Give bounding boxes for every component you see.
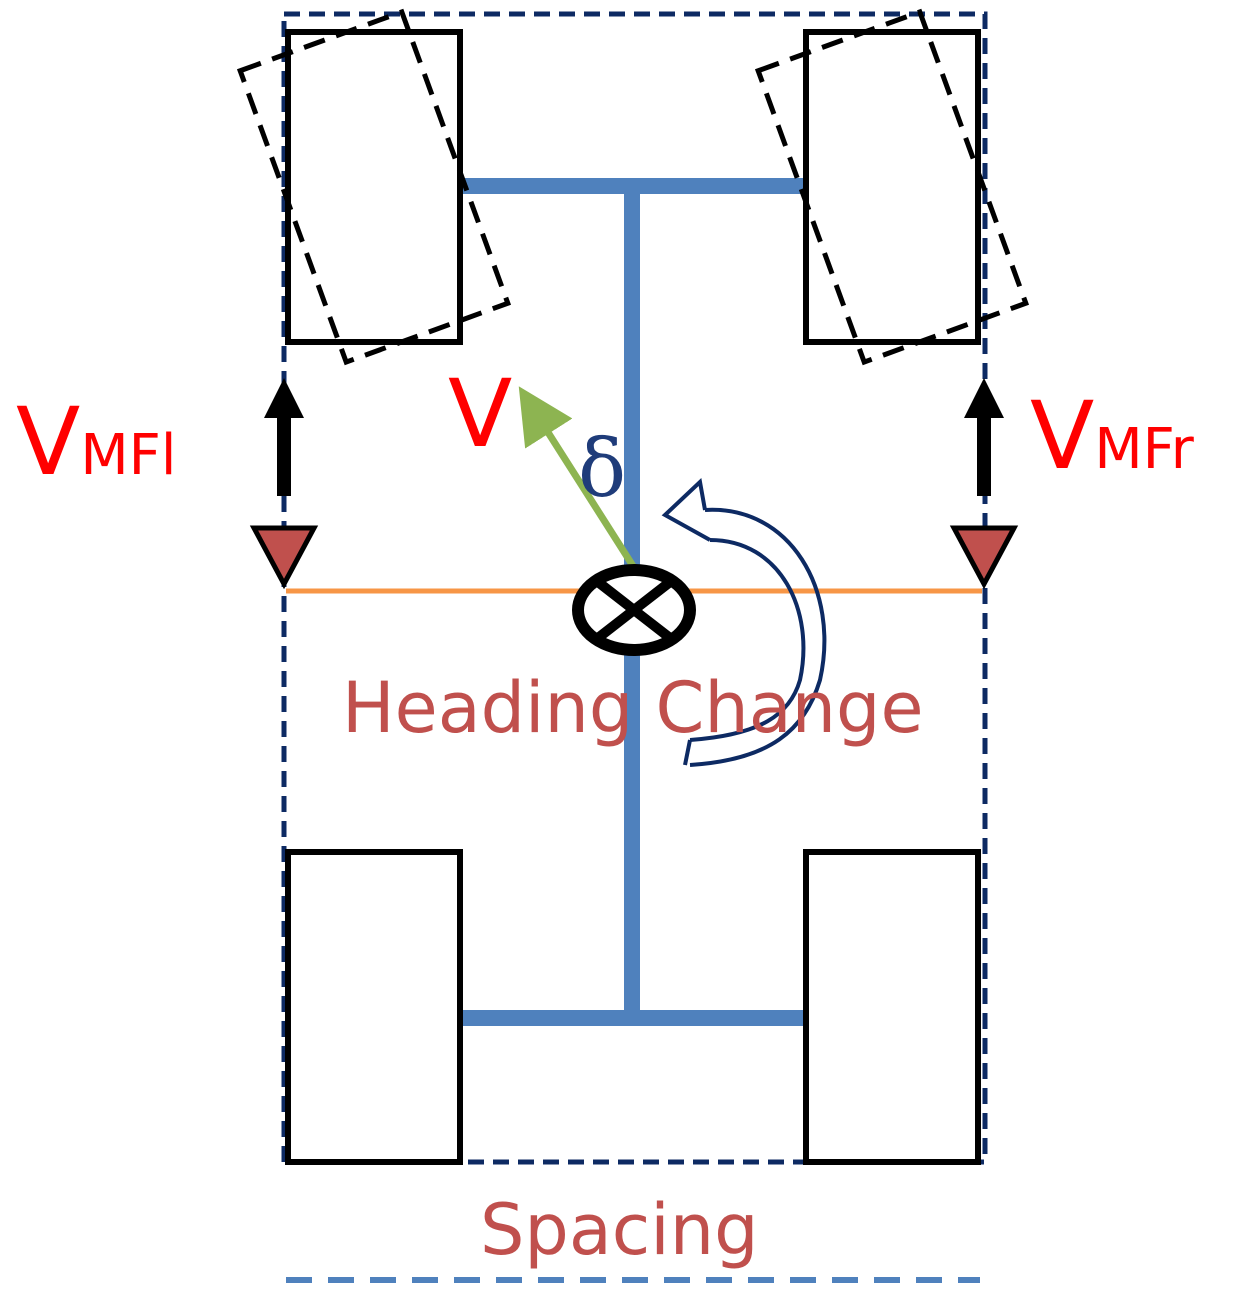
steering-angle-label: δ bbox=[578, 422, 626, 515]
vehicle-outline bbox=[281, 11, 988, 1165]
rear-right-wheel bbox=[803, 849, 981, 1165]
spacing-label: Spacing bbox=[480, 1189, 759, 1271]
heading-change-label: Heading Change bbox=[342, 667, 924, 749]
right-contact-marker bbox=[949, 525, 1019, 590]
left-velocity-arrow bbox=[264, 378, 304, 496]
left-velocity-label: VMFl bbox=[16, 388, 176, 497]
front-left-wheel bbox=[285, 29, 463, 345]
rear-left-wheel bbox=[285, 849, 463, 1165]
velocity-label: V bbox=[448, 360, 512, 469]
velocity-vector bbox=[518, 386, 636, 568]
front-left-wheel-steered bbox=[236, 8, 512, 366]
left-contact-marker bbox=[249, 525, 319, 590]
front-right-wheel bbox=[803, 29, 981, 345]
curved-arrow-icon bbox=[661, 478, 827, 767]
right-velocity-arrow bbox=[964, 378, 1004, 496]
front-right-wheel-steered bbox=[754, 8, 1030, 366]
right-velocity-label: VMFr bbox=[1030, 382, 1195, 491]
center-of-mass-icon bbox=[572, 564, 696, 656]
